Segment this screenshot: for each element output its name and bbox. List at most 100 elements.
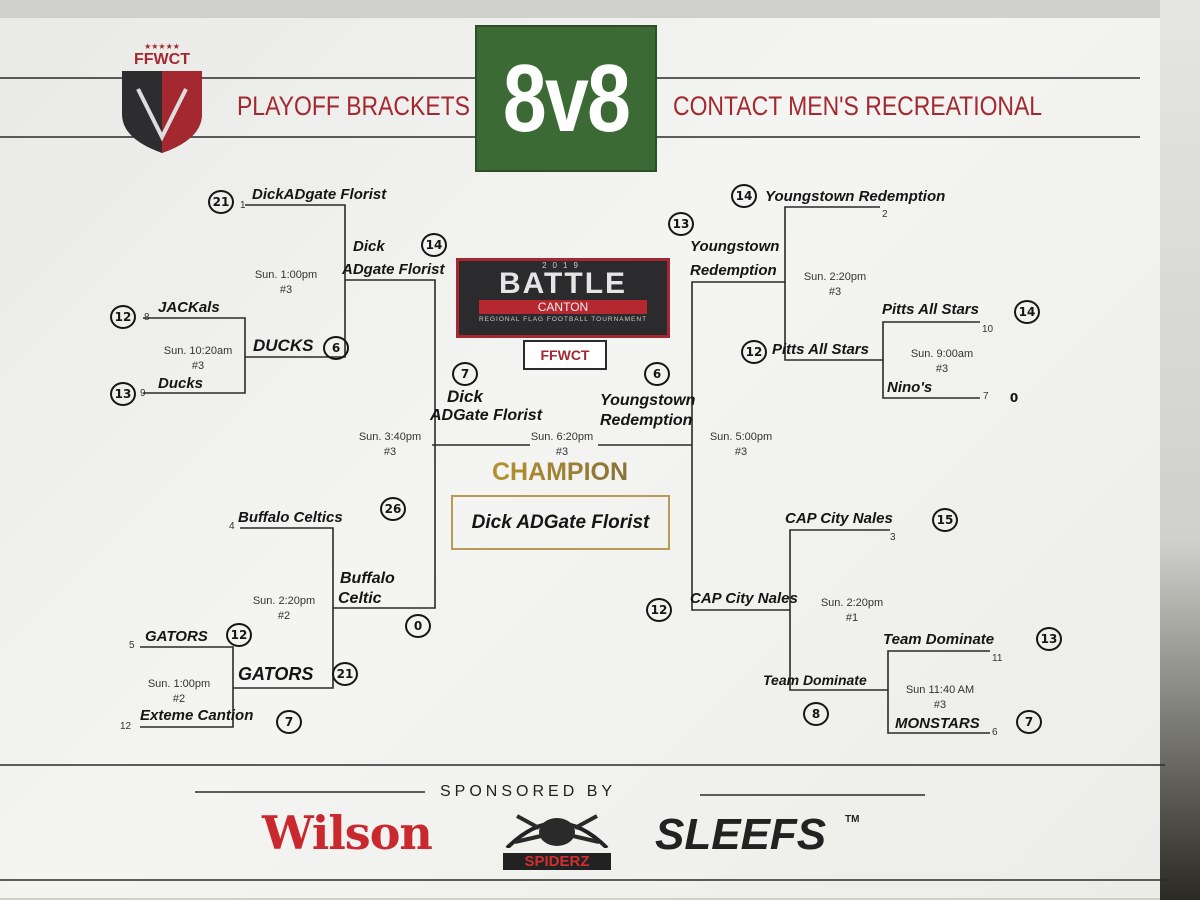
playoff-brackets-title: PLAYOFF BRACKETS: [237, 91, 470, 121]
team-name: CAP City Nales: [690, 590, 798, 607]
game-time: Sun. 3:40pm #3: [350, 430, 430, 460]
game-time: Sun. 2:20pm #3: [795, 270, 875, 300]
game-time-text: Sun. 10:20am: [163, 345, 233, 357]
team-name: MONSTARS: [895, 715, 980, 732]
team-name: DickADgate Florist: [252, 186, 387, 203]
team-name: DUCKS: [253, 336, 314, 355]
game-time-text: Sun. 5:00pm: [709, 431, 773, 443]
team-name: Redemption: [600, 412, 693, 429]
format-text: 8v8: [502, 44, 631, 152]
logo-year: 2019: [542, 261, 584, 270]
score-circle: 12: [741, 340, 767, 364]
score-circle: 14: [1014, 300, 1040, 324]
team-name: Buffalo: [340, 570, 395, 587]
score-circle: 26: [380, 497, 406, 521]
seed-number: 2: [882, 209, 888, 220]
game-time: Sun. 10:20am #3: [158, 344, 238, 374]
wilson-logo: Wilson: [262, 806, 433, 860]
team-name: Celtic: [338, 590, 382, 607]
game-field: #1: [845, 612, 859, 624]
game-field: #3: [734, 446, 748, 458]
shield-icon: [122, 71, 202, 153]
score-circle: 13: [1036, 627, 1062, 651]
game-time-text: Sun. 1:00pm: [254, 269, 318, 281]
team-name: GATORS: [238, 664, 314, 684]
score-circle: 12: [646, 598, 672, 622]
sleefs-logo: SLEEFS: [655, 810, 827, 859]
score-circle: 12: [226, 623, 252, 647]
game-field: #3: [828, 286, 842, 298]
battle-canton-logo: 2019 BATTLE CANTON REGIONAL FLAG FOOTBAL…: [456, 258, 670, 338]
game-field: #3: [555, 446, 569, 458]
seed-number: 3: [890, 532, 896, 543]
ffwct-logo: ★★★★★ FFWCT: [118, 42, 206, 160]
game-time: Sun. 1:00pm #3: [246, 268, 326, 298]
team-name: Youngstown: [600, 392, 696, 409]
score-circle: 15: [932, 508, 958, 532]
game-time-text: Sun. 2:20pm: [252, 595, 316, 607]
team-name: CAP City Nales: [785, 510, 893, 527]
game-field: #2: [172, 693, 186, 705]
game-time: Sun. 6:20pm #3: [522, 430, 602, 460]
team-name: JACKals: [158, 299, 220, 316]
game-time: Sun 11:40 AM#3: [900, 683, 980, 713]
board-edge: [1160, 0, 1200, 900]
game-time-text: Sun. 2:20pm: [803, 271, 867, 283]
ffwct-small-logo: FFWCT: [523, 340, 607, 370]
game-time-text: Sun. 9:00am: [910, 348, 974, 360]
team-name: Youngstown: [690, 238, 780, 255]
game-time-text: Sun. 3:40pm: [358, 431, 422, 443]
seed-number: 8: [144, 312, 150, 323]
team-name: GATORS: [145, 628, 208, 645]
spiderz-logo: SPIDERZ: [497, 808, 617, 870]
seed-number: 6: [992, 727, 998, 738]
game-field: #2: [277, 610, 291, 622]
team-name: Pitts All Stars: [772, 341, 869, 358]
logo-tagline: REGIONAL FLAG FOOTBALL TOURNAMENT: [478, 316, 648, 323]
game-time-text: Sun. 1:00pm: [147, 678, 211, 690]
game-field: #3: [279, 284, 293, 296]
team-name: Pitts All Stars: [882, 301, 979, 318]
team-name: Team Dominate: [883, 631, 995, 648]
game-field: #3: [191, 360, 205, 372]
score-circle: 7: [452, 362, 478, 386]
champion-label: CHAMPION: [450, 458, 670, 487]
team-name: ADgate Florist: [342, 261, 445, 278]
score-circle: 12: [110, 305, 136, 329]
format-badge: 8v8: [475, 25, 657, 172]
game-field: #3: [935, 363, 949, 375]
game-field: #3: [383, 446, 397, 458]
game-time: Sun. 2:20pm #2: [244, 594, 324, 624]
score-circle: 6: [323, 336, 349, 360]
team-name: Dick: [447, 387, 483, 406]
team-name: ADGate Florist: [430, 407, 543, 424]
seed-number: 11: [992, 653, 1003, 664]
logo-text: FFWCT: [134, 51, 190, 68]
team-name: Ducks: [158, 375, 204, 392]
game-time: Sun. 5:00pm #3: [701, 430, 781, 460]
score-circle: 14: [421, 233, 447, 257]
stars-icon: ★★★★★: [144, 42, 180, 51]
seed-number: 5: [129, 640, 135, 651]
score-circle: 7: [1016, 710, 1042, 734]
team-name: Team Dominate: [763, 672, 867, 688]
seed-number: 9: [140, 388, 146, 399]
spider-icon: [505, 814, 609, 850]
sponsored-by-label: SPONSORED BY: [440, 783, 617, 800]
game-time: Sun. 1:00pm #2: [139, 677, 219, 707]
score-circle: 13: [668, 212, 694, 236]
division-title: CONTACT MEN'S RECREATIONAL: [673, 91, 1043, 121]
seed-number: 12: [120, 721, 132, 732]
game-time-text: Sun. 6:20pm: [530, 431, 594, 443]
score-circle: 6: [644, 362, 670, 386]
spiderz-text: SPIDERZ: [503, 853, 611, 870]
champion-name: Dick ADGate Florist: [471, 511, 650, 533]
team-name: Youngstown Redemption: [765, 188, 946, 205]
game-time-text: Sun 11:40 AM: [905, 684, 975, 696]
team-name: Nino's: [887, 379, 933, 396]
score-circle: 8: [803, 702, 829, 726]
seed-number: 1: [240, 200, 246, 211]
team-name: Exteme Cantion: [140, 707, 254, 724]
logo-subtitle: CANTON: [479, 300, 647, 314]
seed-number: 10: [982, 324, 994, 335]
